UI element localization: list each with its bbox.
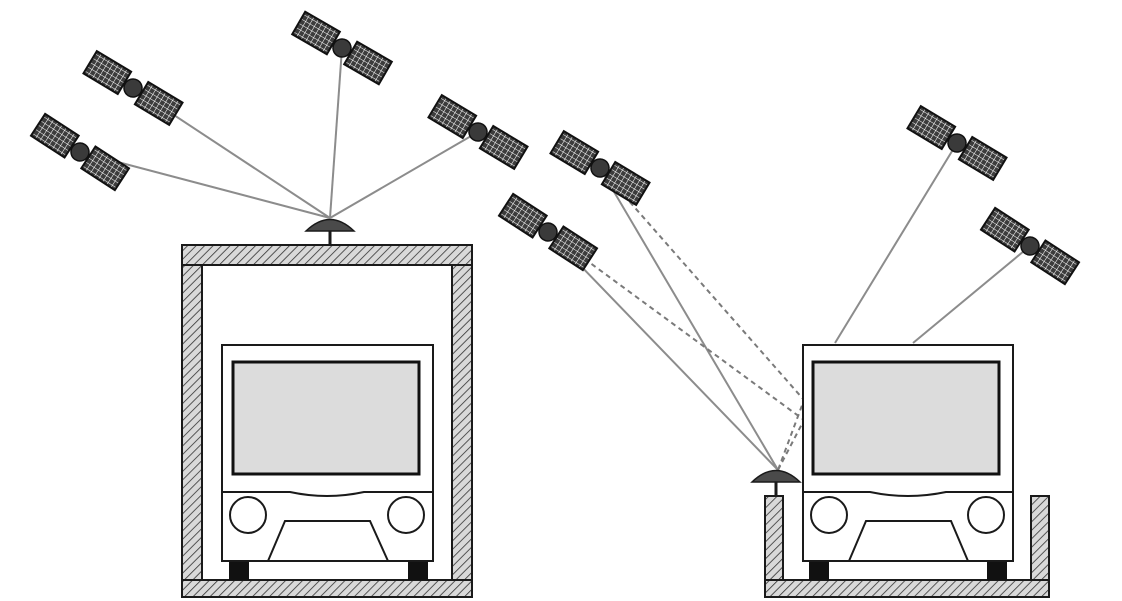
bus-windshield bbox=[811, 360, 1001, 476]
satellite-icon bbox=[549, 129, 651, 207]
bus-bumper-line bbox=[223, 491, 432, 497]
satellite-body bbox=[468, 122, 488, 142]
scene-antenna-beside-vehicle bbox=[547, 142, 1050, 598]
bus-headlight bbox=[229, 496, 267, 534]
satellite-body bbox=[123, 78, 143, 98]
direct-signal-lines bbox=[547, 142, 1031, 471]
solar-panel bbox=[979, 206, 1031, 253]
bus-wheel bbox=[987, 561, 1007, 580]
solar-panel bbox=[600, 160, 651, 207]
bus-headlight bbox=[387, 496, 425, 534]
bus-front-icon bbox=[221, 344, 434, 580]
gnss-antenna-icon bbox=[750, 469, 802, 496]
solar-panel bbox=[427, 93, 478, 140]
solar-panel bbox=[497, 192, 549, 239]
solar-panel bbox=[547, 225, 599, 272]
bus-grille bbox=[267, 520, 389, 562]
direct-signal-line bbox=[329, 47, 343, 219]
satellite-icon bbox=[906, 104, 1008, 182]
bus-wheel bbox=[408, 561, 428, 580]
satellites bbox=[29, 10, 1081, 286]
direct-signal-line bbox=[547, 231, 779, 471]
solar-panel bbox=[957, 135, 1008, 182]
satellite-icon bbox=[82, 49, 184, 127]
satellite-icon bbox=[979, 206, 1081, 286]
solar-panel bbox=[549, 129, 600, 176]
satellite-icon bbox=[497, 192, 599, 272]
satellite-body bbox=[70, 142, 90, 162]
solar-panel bbox=[29, 112, 81, 159]
enclosure-walls bbox=[764, 495, 1050, 598]
direct-signal-line bbox=[912, 245, 1031, 344]
bus-headlight bbox=[810, 496, 848, 534]
satellite-body bbox=[332, 38, 352, 58]
scene-antenna-on-roof bbox=[79, 47, 479, 598]
enclosure-floor bbox=[181, 579, 473, 598]
enclosure-right-wall bbox=[451, 244, 473, 598]
solar-panel bbox=[906, 104, 957, 151]
satellite-icon bbox=[290, 10, 394, 86]
direct-signal-line bbox=[329, 131, 479, 219]
satellite-icon bbox=[29, 112, 131, 192]
satellite-body bbox=[538, 222, 558, 242]
bus-grille bbox=[848, 520, 969, 562]
satellite-body bbox=[590, 158, 610, 178]
bus-headlight bbox=[967, 496, 1005, 534]
enclosure-left-wall bbox=[181, 244, 203, 598]
satellite-body bbox=[947, 133, 967, 153]
bus-bumper-line bbox=[804, 491, 1012, 497]
solar-panel bbox=[1029, 239, 1081, 286]
bus-wheel bbox=[229, 561, 249, 580]
satellite-body bbox=[1020, 236, 1040, 256]
enclosure-walls bbox=[181, 244, 473, 598]
solar-panel bbox=[478, 124, 529, 171]
solar-panel bbox=[82, 49, 133, 96]
solar-panel bbox=[79, 145, 131, 192]
bus-windshield bbox=[231, 360, 421, 476]
bus-front-icon bbox=[802, 344, 1014, 580]
enclosure-floor bbox=[764, 579, 1050, 598]
solar-panel bbox=[342, 40, 394, 86]
enclosure-roof bbox=[181, 244, 473, 266]
solar-panel bbox=[290, 10, 342, 56]
direct-signal-line bbox=[834, 142, 958, 344]
solar-panel bbox=[133, 80, 184, 127]
satellite-icon bbox=[427, 93, 529, 171]
direct-signal-line bbox=[599, 167, 779, 471]
gnss-antenna-icon bbox=[304, 218, 356, 245]
bus-wheel bbox=[809, 561, 829, 580]
